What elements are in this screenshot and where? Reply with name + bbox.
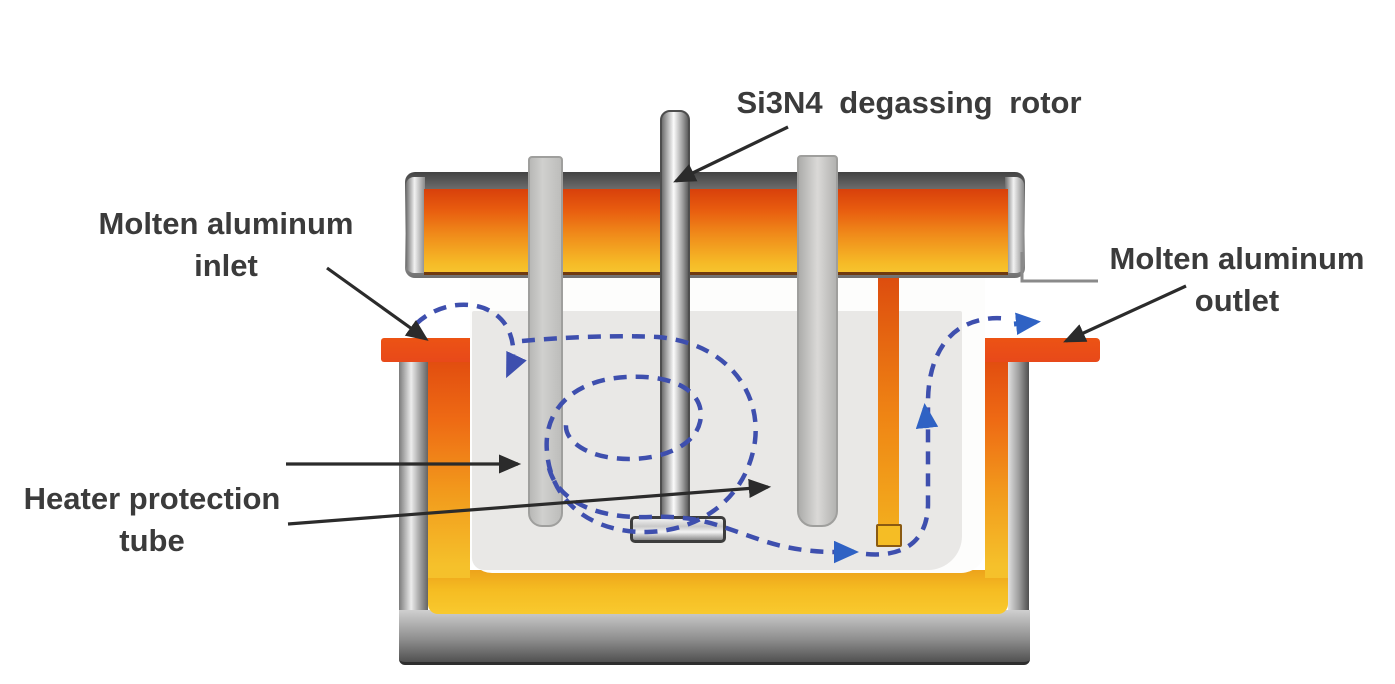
degassing-rotor-shaft — [660, 110, 690, 522]
lid-step-line — [1020, 252, 1098, 283]
heater-rod — [878, 270, 899, 532]
heater-rod-tip — [876, 524, 902, 547]
heater-tube-label: Heater protection tube — [24, 478, 281, 562]
outlet-flange — [985, 338, 1100, 362]
lid-cap-right — [1005, 177, 1024, 273]
furnace-lining-right — [985, 352, 1008, 578]
heater-tube-label-line1: Heater protection — [23, 481, 281, 516]
rotor-label-text: Si3N4 degassing rotor — [736, 85, 1082, 120]
lid-cap-left — [406, 177, 425, 273]
rotor-impeller — [630, 516, 726, 543]
outer-shell-right-wall — [1008, 360, 1029, 614]
outer-shell-bottom — [399, 610, 1030, 665]
flow-arrow-to-outlet — [1013, 312, 1041, 336]
lid-heater-band — [424, 189, 1008, 275]
left-heater-protection-tube — [528, 156, 563, 527]
furnace-lining-bottom — [428, 570, 1008, 614]
outlet-label-line2: outlet — [1194, 283, 1280, 318]
outlet-label: Molten aluminum outlet — [1110, 238, 1365, 322]
rotor-label: Si3N4 degassing rotor — [736, 82, 1081, 124]
inlet-flange — [381, 338, 470, 362]
inlet-label-line2: inlet — [194, 248, 258, 283]
right-heater-protection-tube — [797, 155, 838, 527]
furnace-lining-left — [428, 352, 470, 578]
outlet-label-line1: Molten aluminum — [1109, 241, 1365, 276]
inlet-label: Molten aluminum inlet — [99, 203, 354, 287]
inlet-label-line1: Molten aluminum — [98, 206, 354, 241]
heater-tube-label-line2: tube — [119, 523, 185, 558]
outer-shell-left-wall — [399, 358, 428, 617]
